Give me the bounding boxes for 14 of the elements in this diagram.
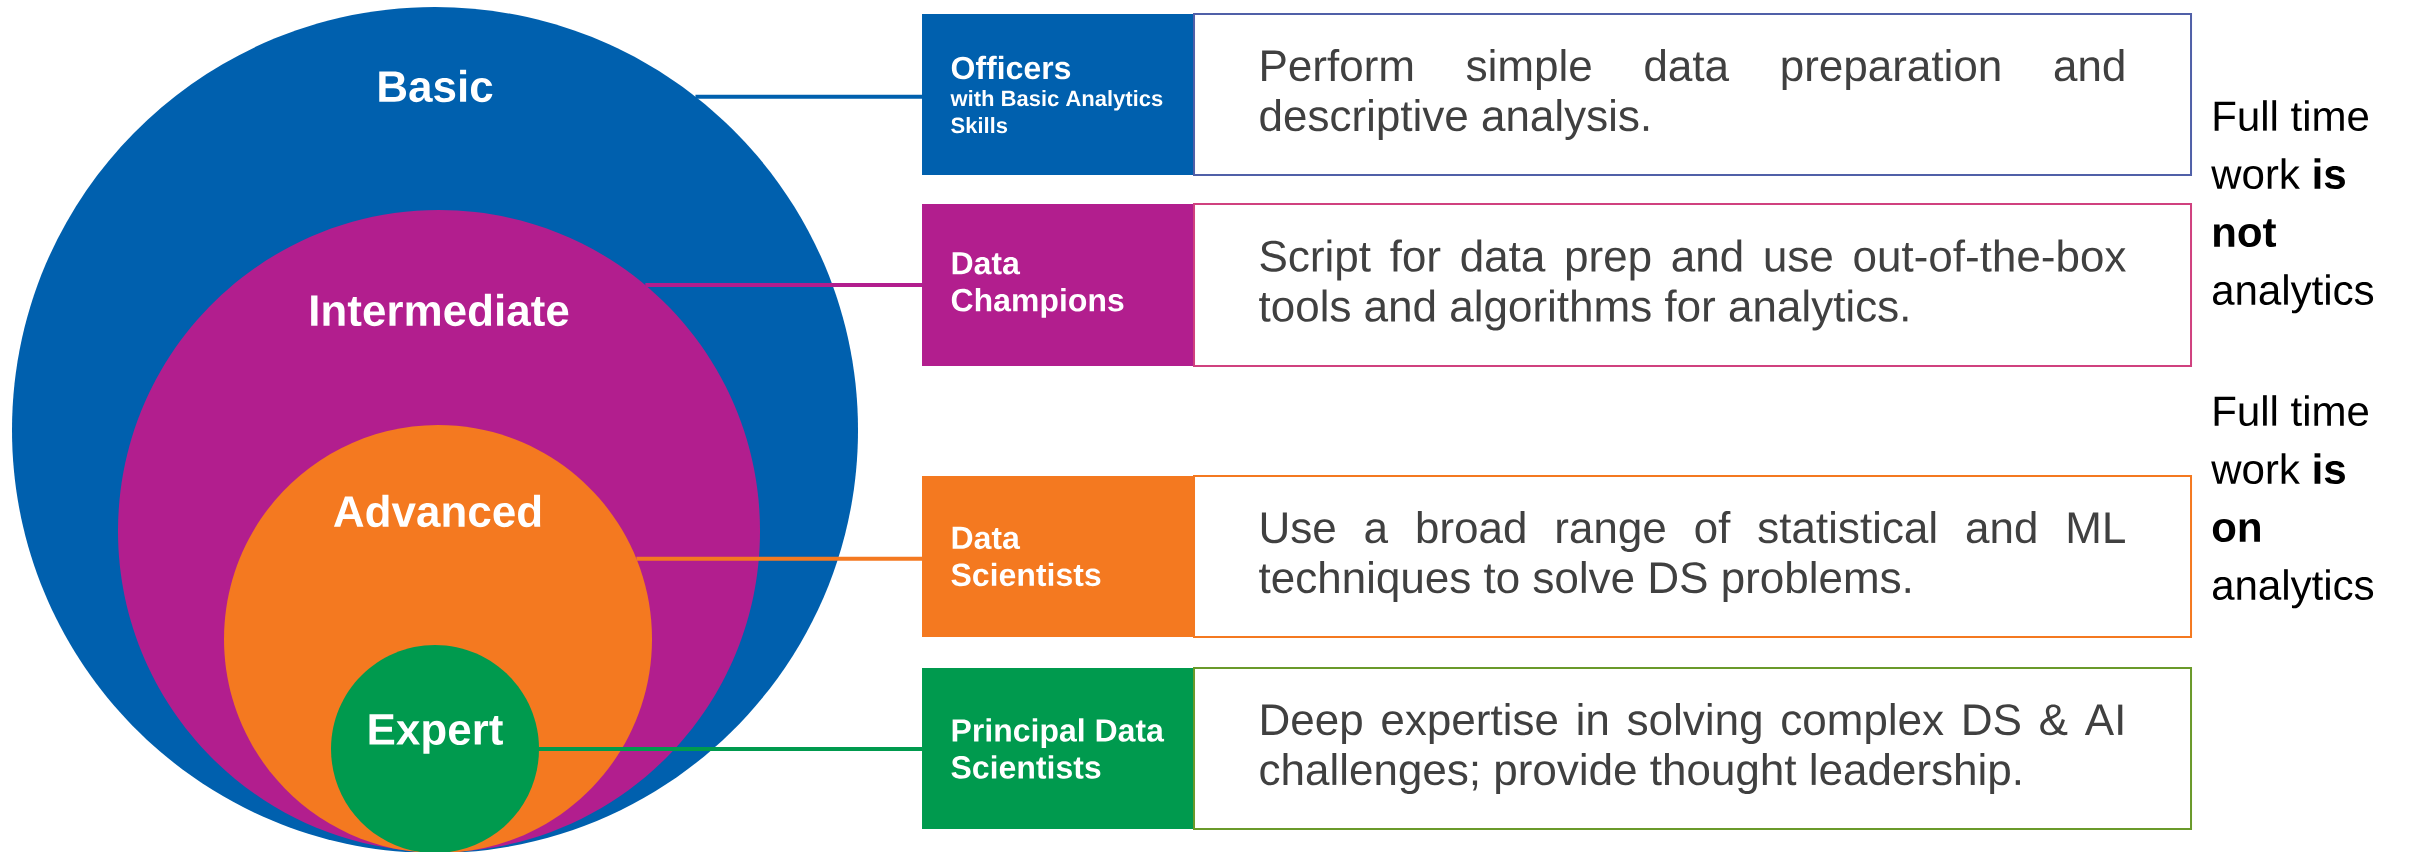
side-note: Full time work is on analytics: [2211, 395, 2374, 609]
description-box: Perform simple data preparation and descriptive analysis.: [1193, 13, 2193, 176]
role-box: Principal Data Scientists: [922, 668, 1194, 829]
description-box: Deep expertise in solving complex DS & AI challenges; provide thought leadership.: [1193, 667, 2193, 830]
role-box: Officers with Basic Analytics Skills: [922, 14, 1194, 175]
role-box: Data Champions: [922, 204, 1194, 366]
description-box: Script for data prep and use out-of-the-box tools and algorithms for analytics.: [1193, 203, 2193, 367]
role-box: Data Scientists: [922, 476, 1194, 637]
connector-line: [636, 556, 922, 561]
connector-line: [695, 94, 922, 99]
connector-line: [645, 283, 922, 288]
description-box: Use a broad range of statistical and ML techniques to solve DS problems.: [1193, 475, 2193, 638]
side-note: Full time work is not analytics: [2211, 100, 2374, 314]
connector-line: [539, 747, 922, 751]
